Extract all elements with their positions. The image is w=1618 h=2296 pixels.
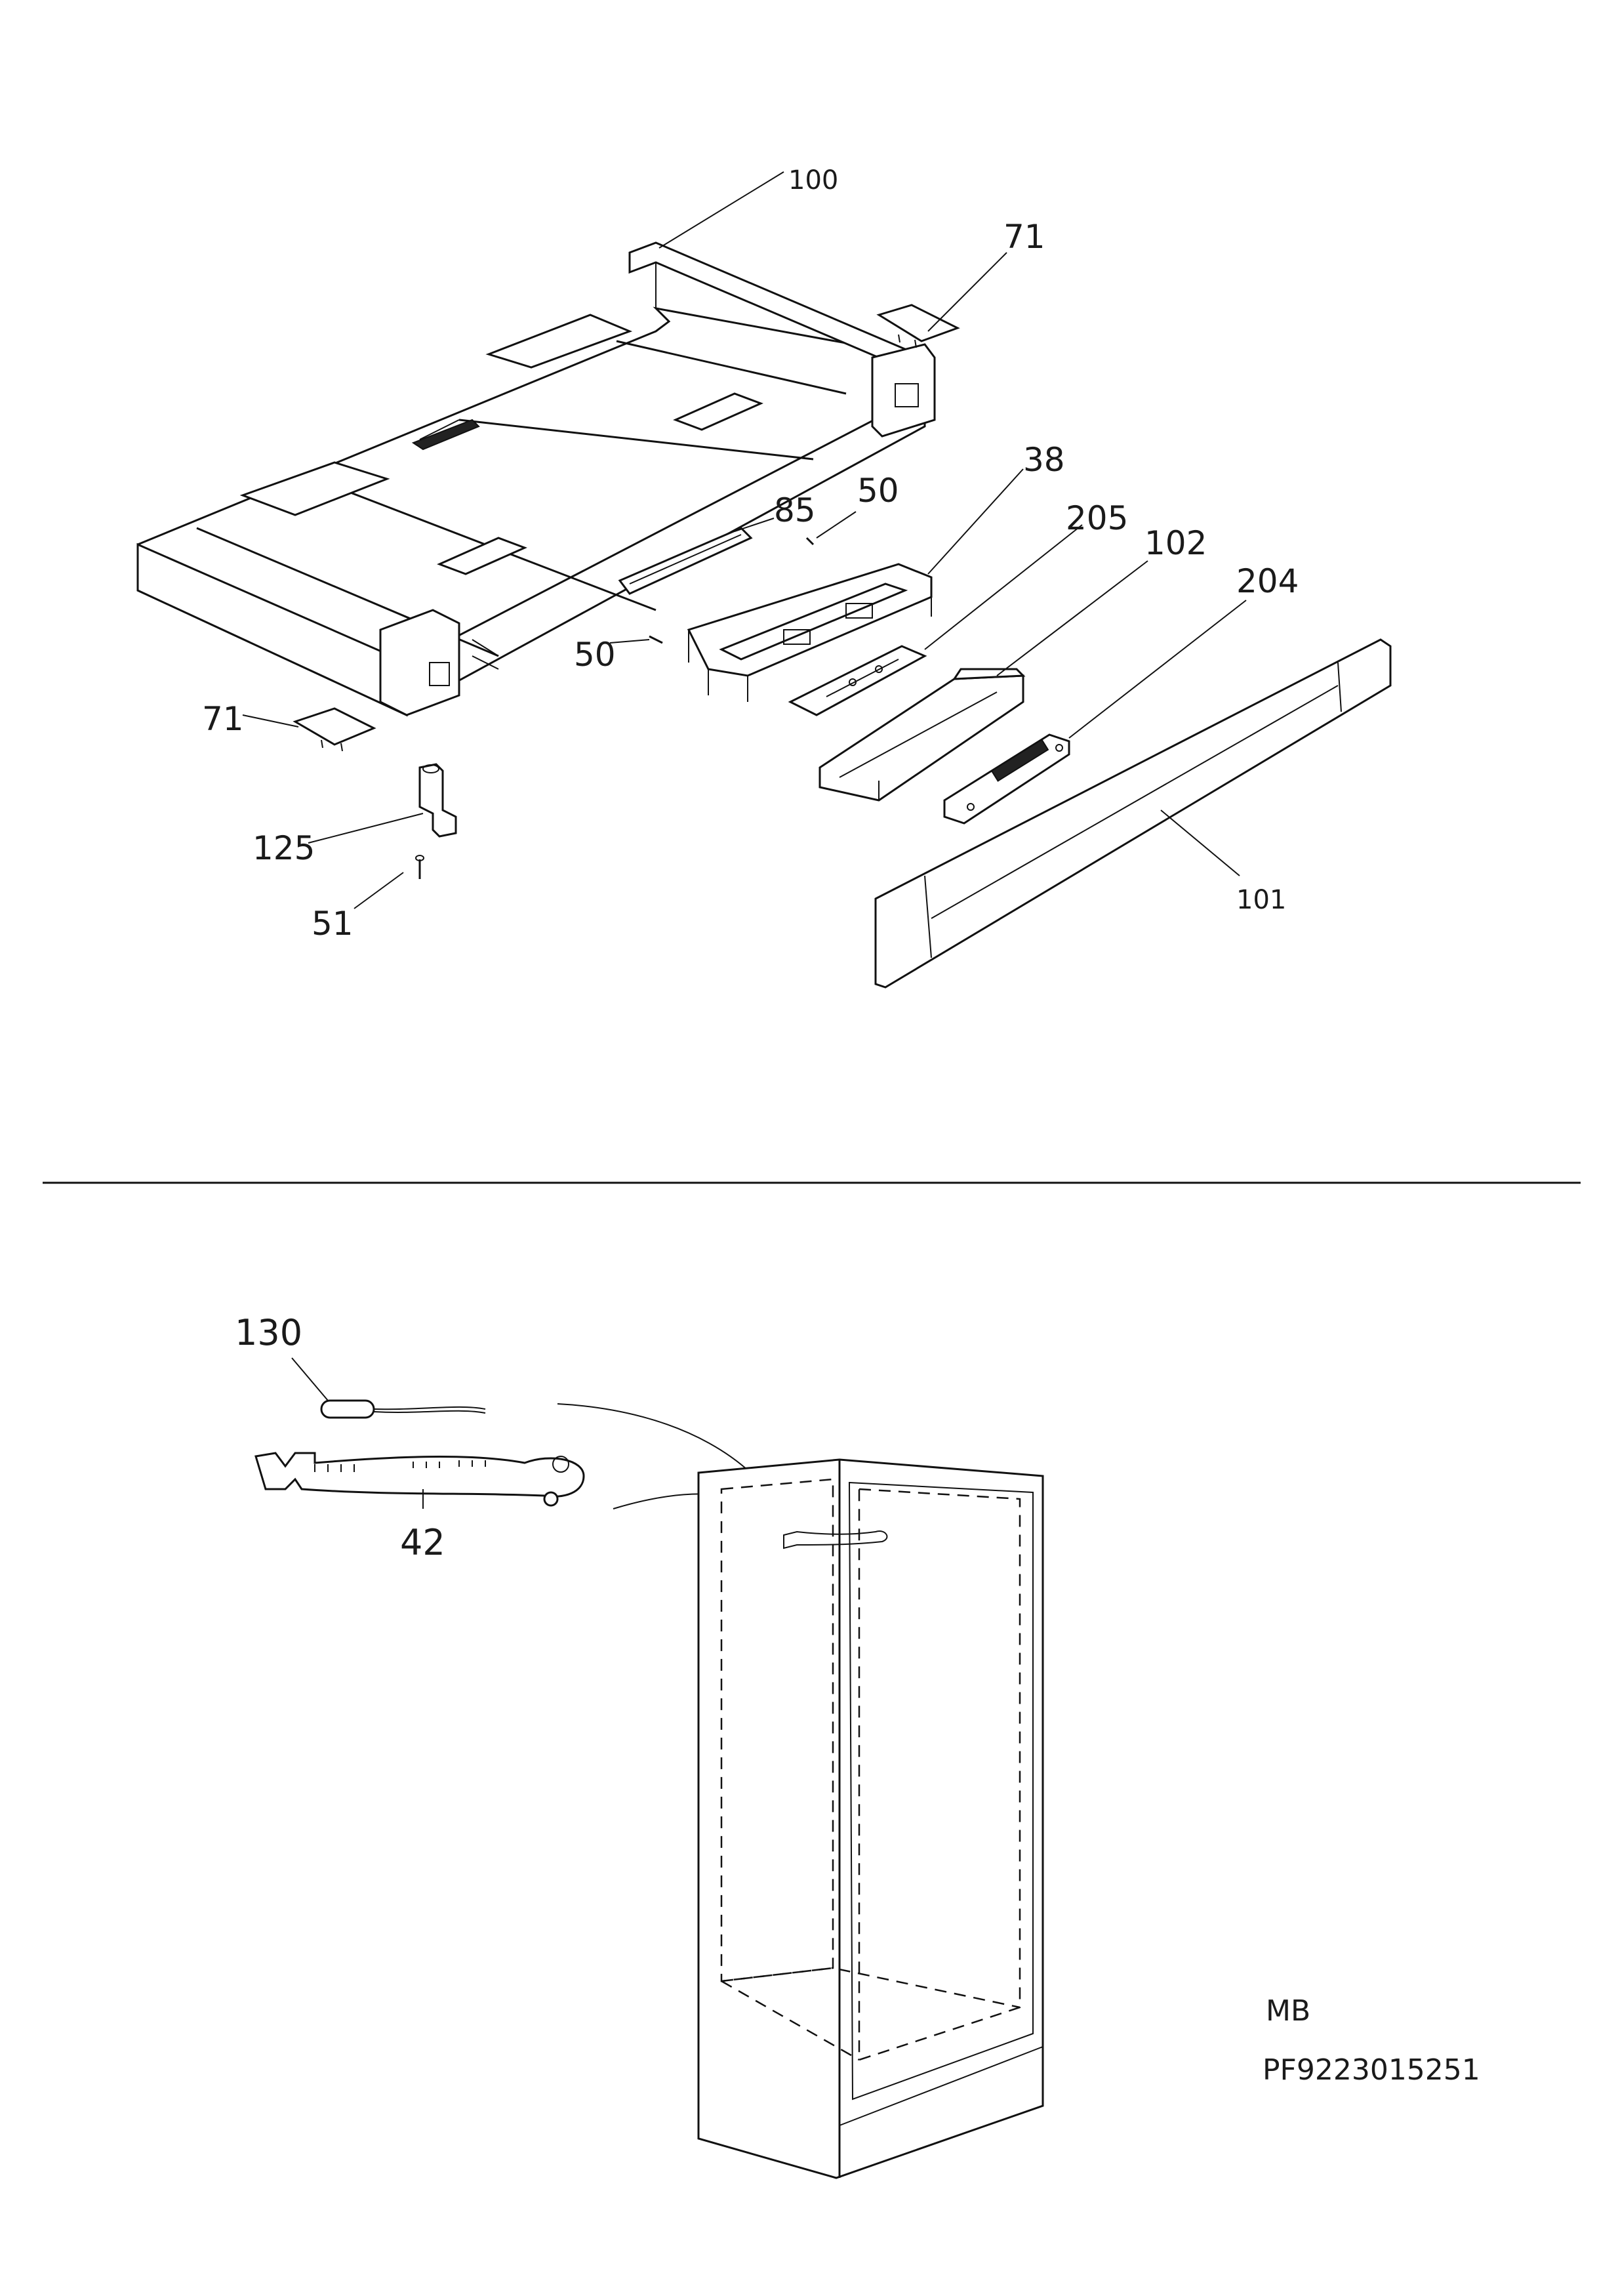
part-71-cover-right <box>876 304 960 348</box>
callout-71-right: 71 <box>1003 218 1045 256</box>
callout-85: 85 <box>774 491 816 529</box>
part-50-screw-left <box>649 635 663 644</box>
part-125-hinge <box>418 763 457 838</box>
callout-42: 42 <box>400 1522 445 1563</box>
part-102-housing <box>819 668 1026 802</box>
section-code: MB <box>1266 1994 1310 2028</box>
callout-38: 38 <box>1023 441 1065 479</box>
part-85-rail <box>618 527 753 595</box>
part-205-circuit-board <box>788 645 927 716</box>
callout-102: 102 <box>1144 524 1207 562</box>
callout-50-top: 50 <box>857 472 899 510</box>
part-204-connector-board <box>943 733 1070 825</box>
callout-100: 100 <box>788 165 838 195</box>
part-101-front-panel <box>874 638 1392 989</box>
leader-lines-top <box>242 171 1247 909</box>
callout-204: 204 <box>1236 562 1299 600</box>
part-number: PF9223015251 <box>1263 2053 1480 2087</box>
part-38-bracket <box>687 563 933 702</box>
part-51-screw <box>415 855 424 879</box>
part-50-screw-top <box>805 537 815 546</box>
leader-lines-bottom <box>291 1357 424 1509</box>
footer-codes: MB PF9223015251 <box>1263 1994 1480 2087</box>
callout-labels-top: 100 71 85 50 38 205 102 204 50 71 125 51… <box>202 165 1299 943</box>
callout-71-left: 71 <box>202 700 244 738</box>
callout-51: 51 <box>312 905 354 943</box>
callout-125: 125 <box>253 829 315 867</box>
callout-101: 101 <box>1236 885 1286 915</box>
callout-205: 205 <box>1066 499 1128 537</box>
callout-labels-bottom: 130 42 <box>235 1312 445 1563</box>
top-cover-assembly <box>136 241 936 717</box>
callout-130: 130 <box>235 1312 302 1353</box>
part-130-sensor-probe <box>320 1399 486 1419</box>
part-71-cover-left <box>293 707 376 752</box>
refrigerator-cabinet <box>697 1458 1044 2179</box>
callout-50-left: 50 <box>574 636 616 674</box>
part-42-air-duct <box>254 1452 585 1507</box>
